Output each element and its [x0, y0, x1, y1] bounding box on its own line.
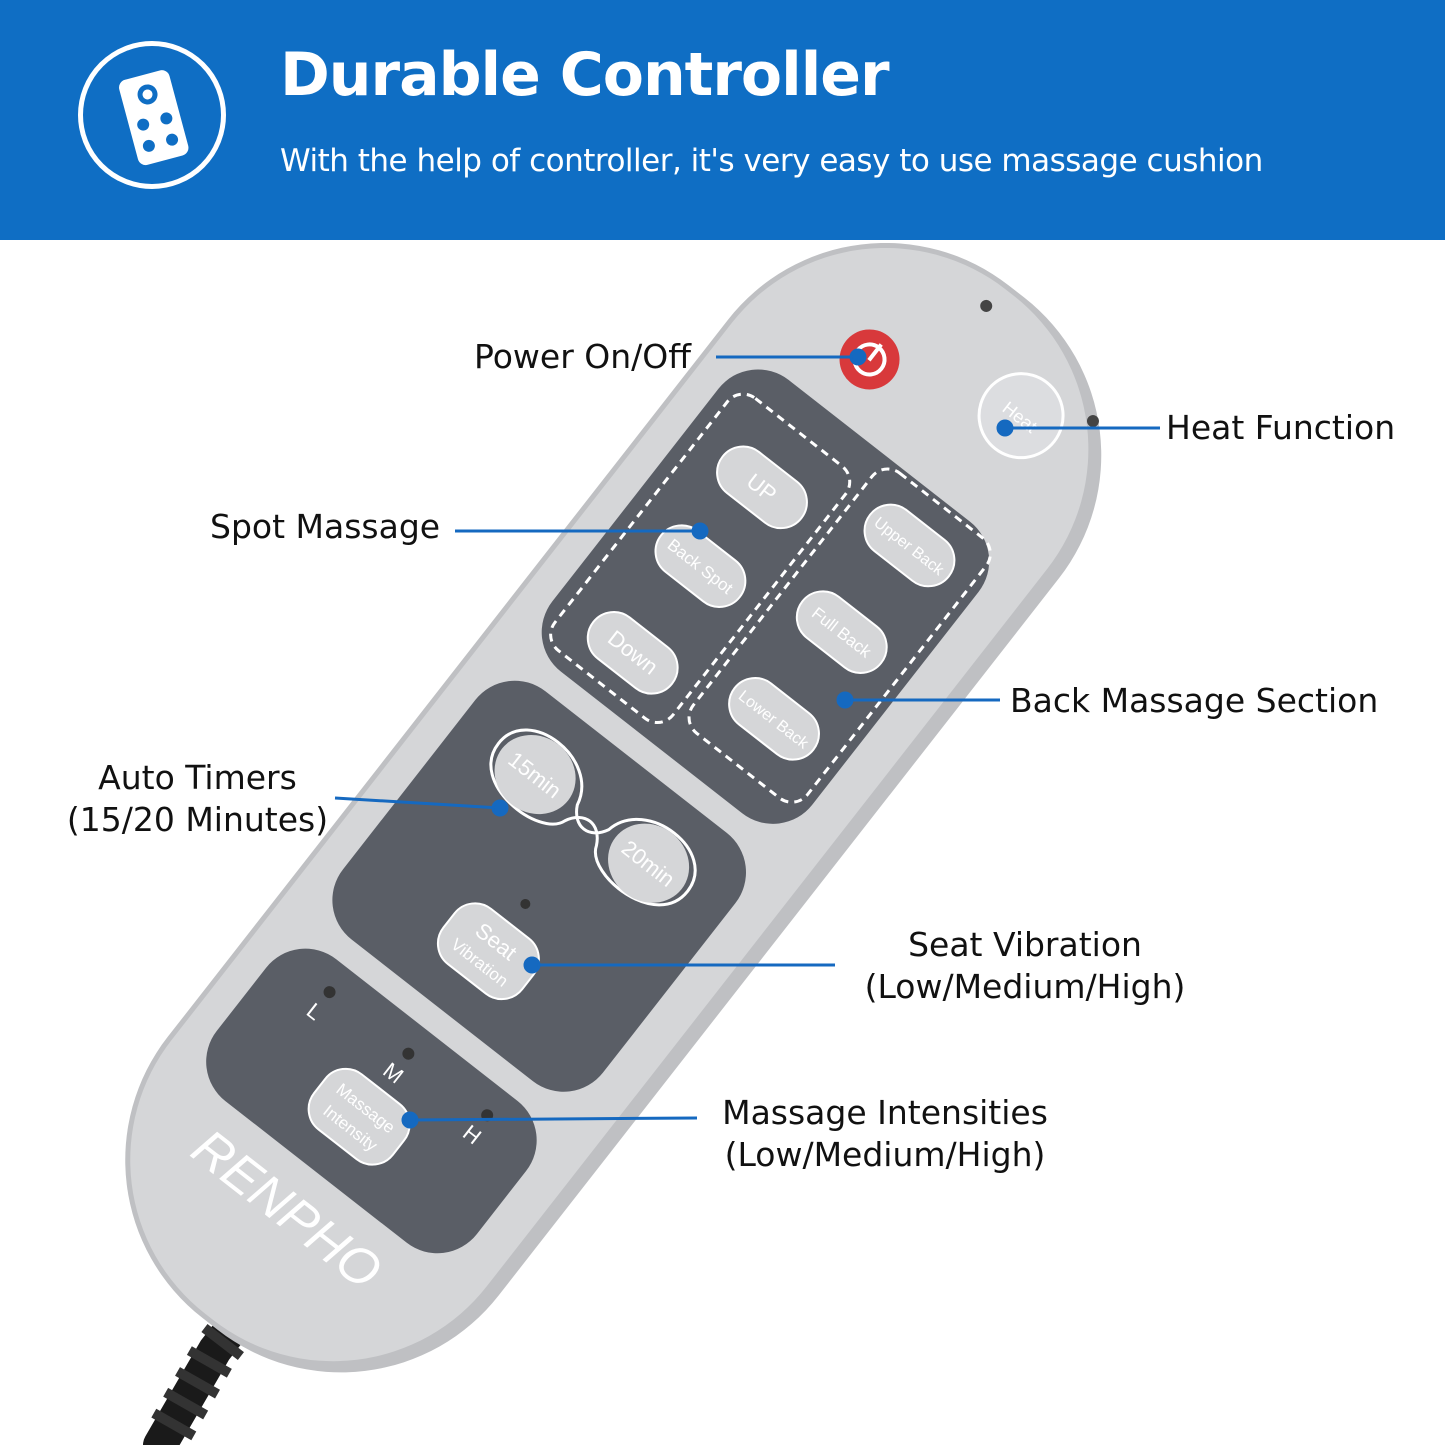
callout-auto-timers-line2: (15/20 Minutes) — [66, 800, 329, 839]
callout-seat-vibration-line2: (Low/Medium/High) — [864, 967, 1186, 1006]
remote-control-icon — [78, 41, 226, 189]
page-subtitle: With the help of controller, it's very e… — [280, 143, 1263, 179]
callout-dot — [836, 691, 854, 709]
callout-spot-massage: Spot Massage — [210, 507, 441, 546]
timer-outline — [489, 728, 697, 907]
spot-massage-group — [549, 392, 852, 725]
callout-massage-intensities-line2: (Low/Medium/High) — [724, 1135, 1046, 1174]
callout-auto-timers: Auto Timers (15/20 Minutes) — [60, 757, 335, 841]
back-massage-group — [687, 467, 992, 804]
callout-auto-timers-line1: Auto Timers — [98, 758, 297, 797]
timer-seat-panel — [332, 680, 746, 1092]
callout-seat-vibration-line1: Seat Vibration — [908, 925, 1142, 964]
callout-seat-vibration: Seat Vibration (Low/Medium/High) — [845, 924, 1205, 1008]
callout-dot — [849, 348, 867, 366]
header-banner: Durable Controller With the help of cont… — [0, 0, 1445, 240]
callout-massage-intensities: Massage Intensities (Low/Medium/High) — [705, 1092, 1065, 1176]
callout-back-massage: Back Massage Section — [1010, 681, 1379, 720]
page-title: Durable Controller — [280, 40, 890, 110]
callout-dot — [691, 522, 709, 540]
callout-heat: Heat Function — [1166, 408, 1396, 447]
heat-button[interactable]: Heat — [962, 357, 1080, 475]
timer-20min-button[interactable]: 20min — [592, 807, 705, 919]
up-button[interactable]: UP — [707, 436, 818, 539]
callout-dot — [996, 419, 1014, 437]
timer-15min-button[interactable]: 15min — [479, 719, 592, 831]
callout-massage-intensities-line1: Massage Intensities — [722, 1093, 1048, 1132]
callout-lines — [334, 348, 1160, 1129]
callout-power: Power On/Off — [474, 337, 691, 376]
callout-dot — [401, 1111, 419, 1129]
callout-dot — [491, 799, 509, 817]
callout-dot — [523, 956, 541, 974]
